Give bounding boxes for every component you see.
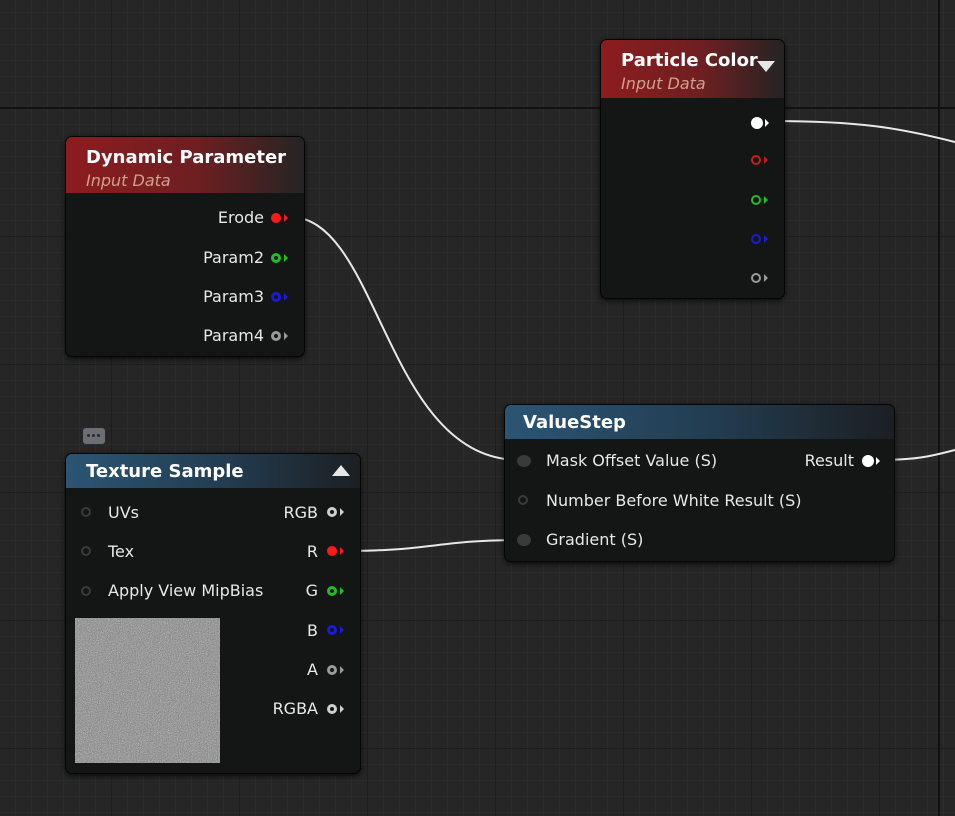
pin-rgba[interactable] (327, 704, 337, 714)
pin-r[interactable] (327, 546, 337, 556)
node-title: ValueStep (523, 412, 626, 433)
collapse-arrow-icon[interactable] (332, 465, 350, 476)
collapse-arrow-icon[interactable] (757, 61, 775, 72)
pin-a[interactable] (751, 273, 761, 283)
value-step-node[interactable]: ValueStep Mask Offset Value (S) Number B… (504, 404, 895, 562)
pin-arrow-icon (764, 235, 768, 243)
node-header[interactable]: Particle Color Input Data (601, 40, 784, 98)
node-header[interactable]: ValueStep (505, 405, 894, 439)
output-label-b: B (307, 621, 318, 640)
output-label-rgb: RGB (283, 503, 319, 522)
output-label-rgba: RGBA (272, 699, 318, 718)
pin-arrow-icon (284, 214, 288, 222)
texture-sample-node[interactable]: Texture Sample UVs Tex Apply View MipBia… (65, 453, 361, 774)
node-header[interactable]: Dynamic Parameter Input Data (66, 137, 304, 193)
pin-gradient[interactable] (517, 534, 531, 546)
input-label-apply-view-mipbias: Apply View MipBias (108, 581, 264, 600)
output-label-param3: Param3 (203, 287, 264, 306)
pin-arrow-icon (876, 457, 880, 465)
pin-arrow-icon (340, 626, 344, 634)
pin-a[interactable] (327, 665, 337, 675)
pin-b[interactable] (327, 625, 337, 635)
output-label-erode: Erode (217, 208, 264, 227)
pin-g[interactable] (751, 195, 761, 205)
pin-tex[interactable] (81, 546, 91, 556)
pin-g[interactable] (327, 586, 337, 596)
pin-param4[interactable] (271, 331, 281, 341)
node-header[interactable]: Texture Sample (66, 454, 360, 488)
input-label-mask-offset-value: Mask Offset Value (S) (546, 451, 718, 470)
pin-arrow-icon (764, 274, 768, 282)
noise-texture-thumbnail (75, 618, 220, 763)
pin-arrow-icon (284, 332, 288, 340)
input-label-number-before-white-result: Number Before White Result (S) (546, 491, 802, 510)
pin-arrow-icon (340, 508, 344, 516)
pin-arrow-icon (764, 196, 768, 204)
output-label-param2: Param2 (203, 248, 264, 267)
pin-rgba-white[interactable] (751, 117, 763, 129)
input-label-uvs: UVs (108, 503, 139, 522)
wire-r-to-gradient[interactable] (344, 539, 521, 552)
pin-arrow-icon (284, 293, 288, 301)
input-label-gradient: Gradient (S) (546, 530, 644, 549)
pin-arrow-icon (765, 119, 769, 127)
pin-param3[interactable] (271, 292, 281, 302)
grid-major-line-h (0, 107, 955, 109)
output-label-r: R (306, 542, 318, 561)
input-label-tex: Tex (108, 542, 135, 561)
noise-texture-thumbnail (75, 618, 220, 763)
pin-arrow-icon (340, 547, 344, 555)
pin-param2[interactable] (271, 253, 281, 263)
wire-particle-color-out[interactable] (769, 120, 955, 143)
output-label-a: A (307, 660, 318, 679)
pin-arrow-icon (764, 156, 768, 164)
pin-arrow-icon (340, 587, 344, 595)
output-label-g: G (305, 581, 318, 600)
node-title: Particle Color (621, 50, 758, 71)
pin-result[interactable] (862, 455, 874, 467)
pin-arrow-icon (340, 705, 344, 713)
pin-b[interactable] (751, 234, 761, 244)
output-label-param4: Param4 (203, 326, 264, 345)
node-title: Texture Sample (86, 461, 244, 482)
pin-arrow-icon (284, 254, 288, 262)
output-label-result: Result (804, 451, 854, 470)
grid-major-line-v (938, 0, 940, 816)
node-subtitle: Input Data (621, 74, 706, 93)
pin-erode[interactable] (271, 213, 281, 223)
pin-apply-view-mipbias[interactable] (81, 586, 91, 596)
wire-erode-to-mask-offset[interactable] (289, 216, 521, 461)
node-subtitle: Input Data (86, 171, 171, 190)
node-title: Dynamic Parameter (86, 147, 287, 168)
pin-uvs[interactable] (81, 507, 91, 517)
dynamic-parameter-node[interactable]: Dynamic Parameter Input Data Erode Param… (65, 136, 305, 357)
comment-bubble-icon[interactable] (83, 428, 105, 444)
pin-arrow-icon (340, 666, 344, 674)
pin-number-before-white-result[interactable] (518, 495, 528, 505)
particle-color-node[interactable]: Particle Color Input Data (600, 39, 785, 299)
pin-mask-offset-value[interactable] (517, 455, 531, 467)
pin-rgb[interactable] (327, 507, 337, 517)
pin-r[interactable] (751, 155, 761, 165)
